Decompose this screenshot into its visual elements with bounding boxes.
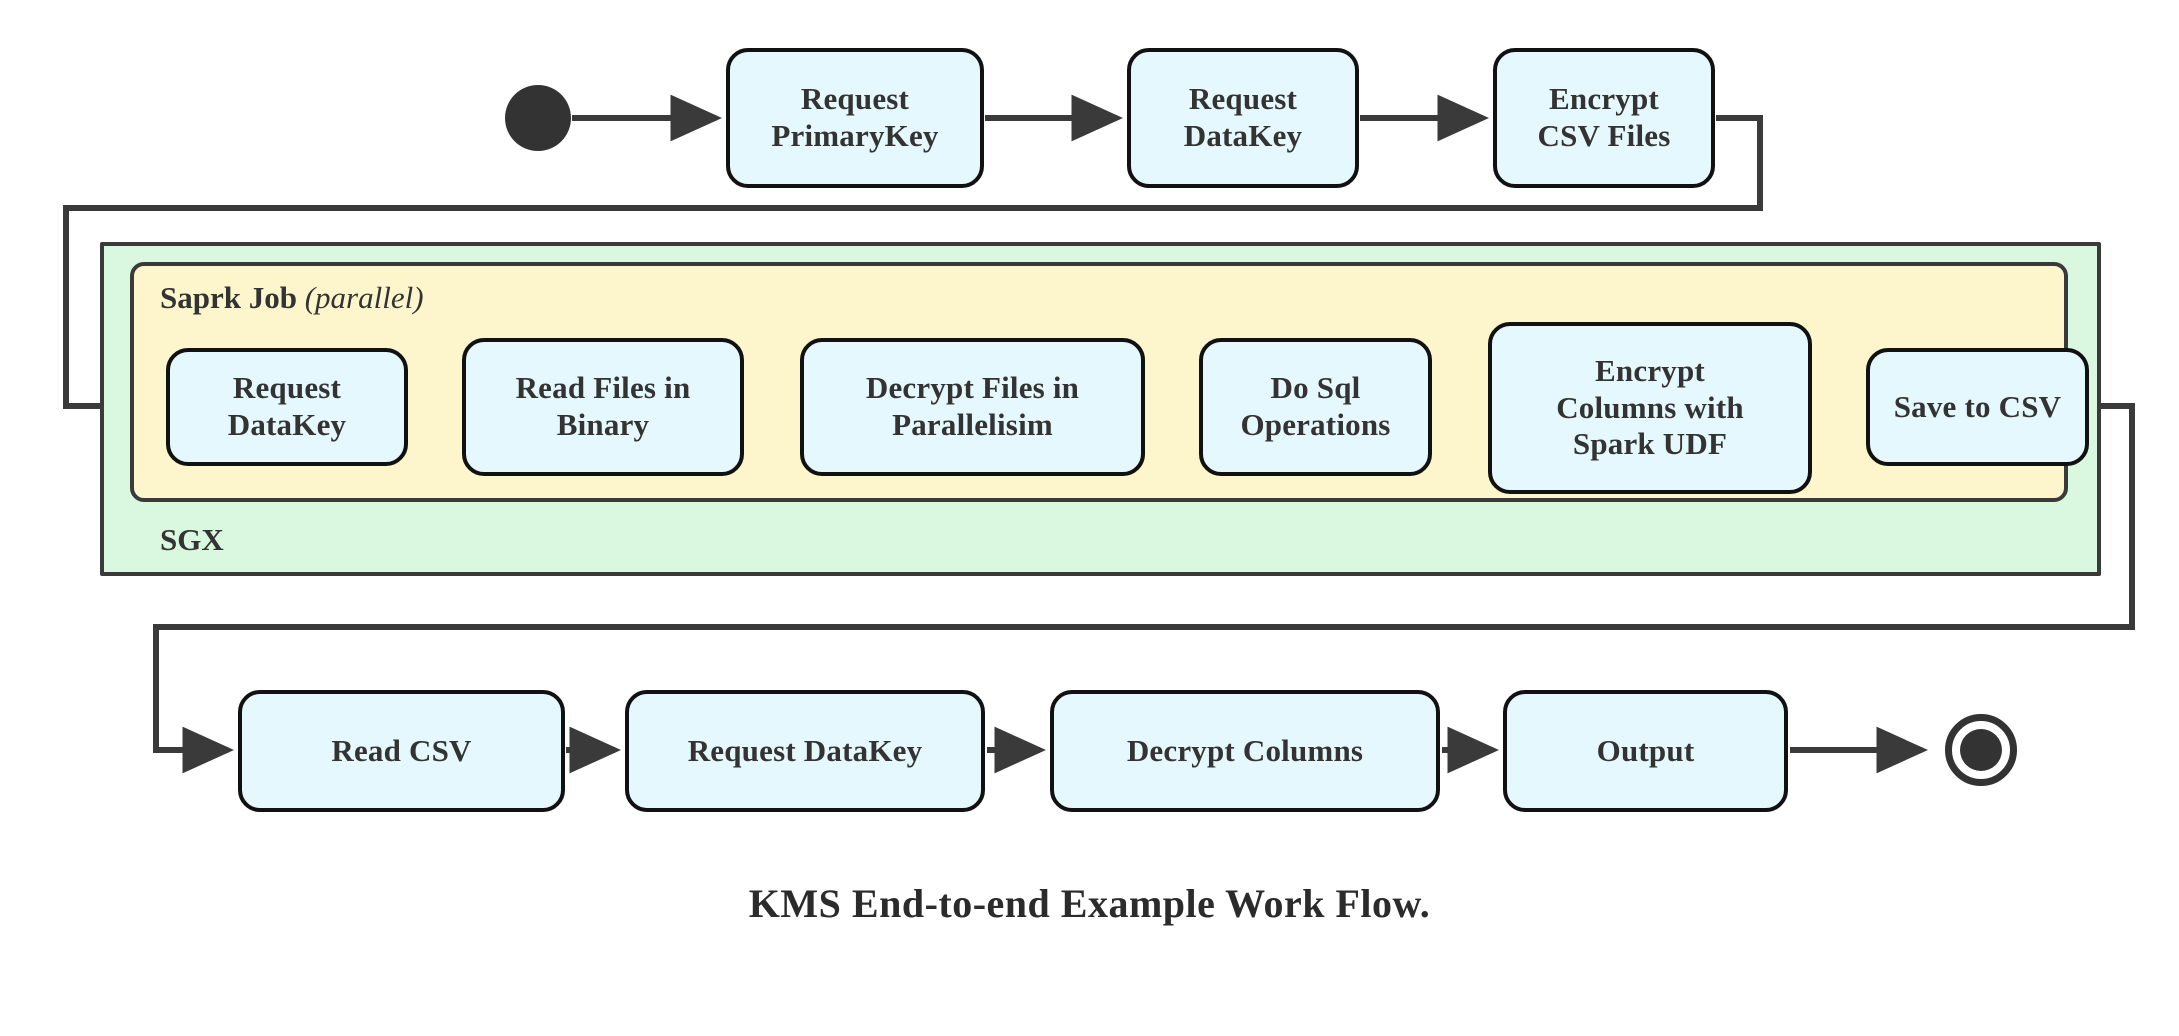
node-label: Request DataKey [227,370,347,442]
node-read-csv[interactable]: Read CSV [238,690,565,812]
node-label: Encrypt Columns with Spark UDF [1556,353,1744,462]
end-node [1945,714,2017,786]
container-spark-job-label: Saprk Job (parallel) [160,280,424,316]
node-label: Do Sql Operations [1240,370,1391,442]
node-encrypt-csv-files[interactable]: Encrypt CSV Files [1493,48,1715,188]
end-node-inner [1960,729,2002,771]
node-request-datakey-spark[interactable]: Request DataKey [166,348,408,466]
node-decrypt-files-in-parallelisim[interactable]: Decrypt Files in Parallelisim [800,338,1145,476]
node-label: Decrypt Files in Parallelisim [865,370,1080,442]
node-label: Request PrimaryKey [771,81,939,153]
start-node [505,85,571,151]
node-request-datakey-bottom[interactable]: Request DataKey [625,690,985,812]
node-label: Request DataKey [1183,81,1303,153]
node-request-primarykey[interactable]: Request PrimaryKey [726,48,984,188]
node-label: Read CSV [331,732,472,768]
node-read-files-in-binary[interactable]: Read Files in Binary [462,338,744,476]
node-label: Save to CSV [1893,388,2062,424]
node-do-sql-operations[interactable]: Do Sql Operations [1199,338,1432,476]
diagram-caption: KMS End-to-end Example Work Flow. [748,881,1431,926]
node-label: Output [1596,732,1695,768]
spark-job-label-italic: (parallel) [304,280,424,315]
node-encrypt-columns-with-spark-udf[interactable]: Encrypt Columns with Spark UDF [1488,322,1812,494]
node-label: Decrypt Columns [1126,732,1364,768]
node-label: Encrypt CSV Files [1537,81,1671,153]
node-save-to-csv[interactable]: Save to CSV [1866,348,2089,466]
node-output[interactable]: Output [1503,690,1788,812]
container-sgx-label: SGX [160,522,224,557]
node-label: Request DataKey [687,732,923,768]
node-decrypt-columns[interactable]: Decrypt Columns [1050,690,1440,812]
spark-job-label-bold: Saprk Job [160,280,297,315]
node-request-datakey-top[interactable]: Request DataKey [1127,48,1359,188]
node-label: Read Files in Binary [515,370,691,442]
